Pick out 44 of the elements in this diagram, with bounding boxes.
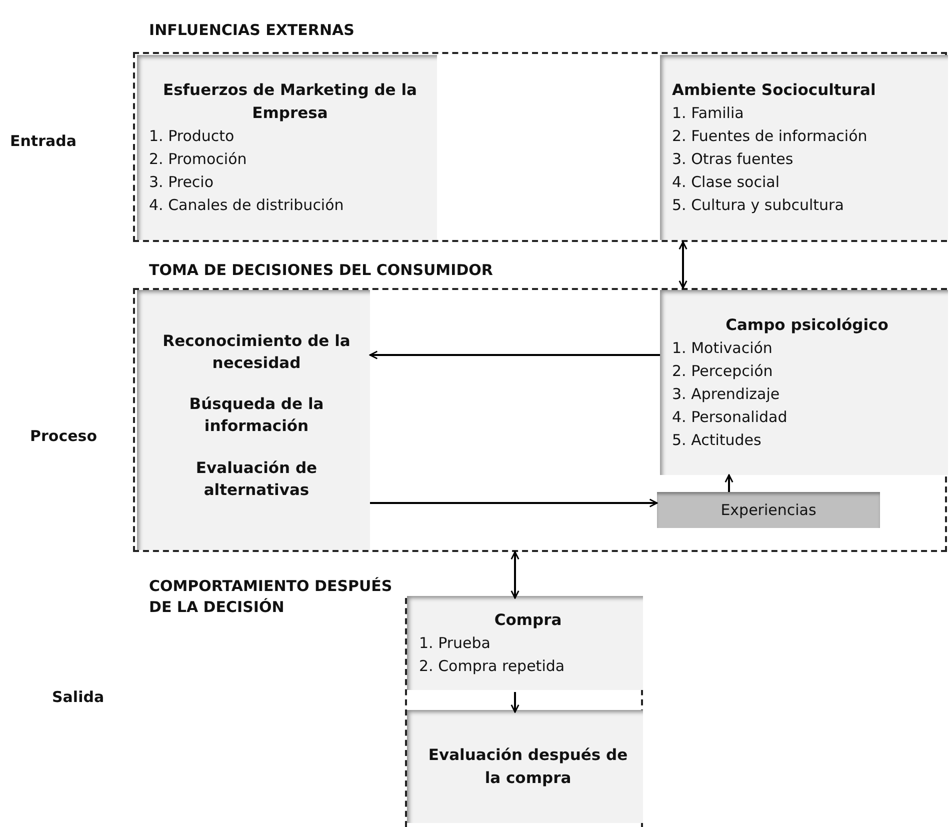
list-item: 1. Motivación [672, 338, 774, 358]
shaded-card [137, 55, 437, 240]
card-heading: Esfuerzos de Marketing de la Empresa [162, 80, 418, 124]
shaded-bar [657, 492, 880, 528]
shaded-card [660, 290, 948, 475]
shaded-card [660, 55, 948, 240]
shaded-card [407, 596, 643, 690]
card-heading: Ambiente Sociocultural [672, 80, 877, 100]
list-item: 5. Cultura y subcultura [672, 194, 845, 216]
arrow [510, 692, 520, 713]
list-item: 2. Fuentes de información [672, 126, 868, 146]
process-step: Búsqueda de la información [151, 393, 362, 437]
list-item: 1. Producto [149, 126, 236, 146]
list-item: 4. Canales de distribución [149, 194, 345, 216]
list-item: 3. Otras fuentes [672, 148, 794, 170]
group-heading: COMPORTAMIENTO DESPUÉS DE LA DECISIÓN [149, 576, 394, 618]
card-heading: Campo psicológico [724, 314, 890, 336]
list-item: 4. Clase social [672, 172, 780, 192]
list-item: 3. Aprendizaje [672, 384, 781, 404]
list-item: 1. Familia [672, 102, 745, 124]
stage-label: Entrada [10, 132, 76, 150]
arrow [510, 551, 520, 599]
process-step: Evaluación de alternativas [151, 456, 362, 500]
arrow [678, 241, 688, 289]
shaded-card [407, 710, 643, 823]
arrow [370, 498, 658, 508]
list-item: 4. Personalidad [672, 406, 788, 428]
card-heading: Evaluación después de la compra [427, 744, 629, 788]
list-item: 5. Actitudes [672, 430, 762, 450]
bar-label: Experiencias [720, 501, 816, 519]
group-heading: INFLUENCIAS EXTERNAS [149, 20, 356, 41]
list-item: 2. Percepción [672, 360, 774, 382]
card-heading: Compra [493, 610, 563, 630]
list-item: 2. Compra repetida [419, 656, 566, 676]
arrow [369, 350, 660, 360]
arrow [724, 474, 734, 492]
stage-label: Salida [52, 688, 104, 706]
stage-label: Proceso [30, 427, 97, 445]
group-heading: TOMA DE DECISIONES DEL CONSUMIDOR [149, 260, 494, 281]
list-item: 3. Precio [149, 172, 215, 192]
process-step: Reconocimiento de la necesidad [151, 330, 362, 374]
shaded-card [137, 290, 370, 550]
list-item: 1. Prueba [419, 632, 492, 654]
list-item: 2. Promoción [149, 148, 248, 170]
